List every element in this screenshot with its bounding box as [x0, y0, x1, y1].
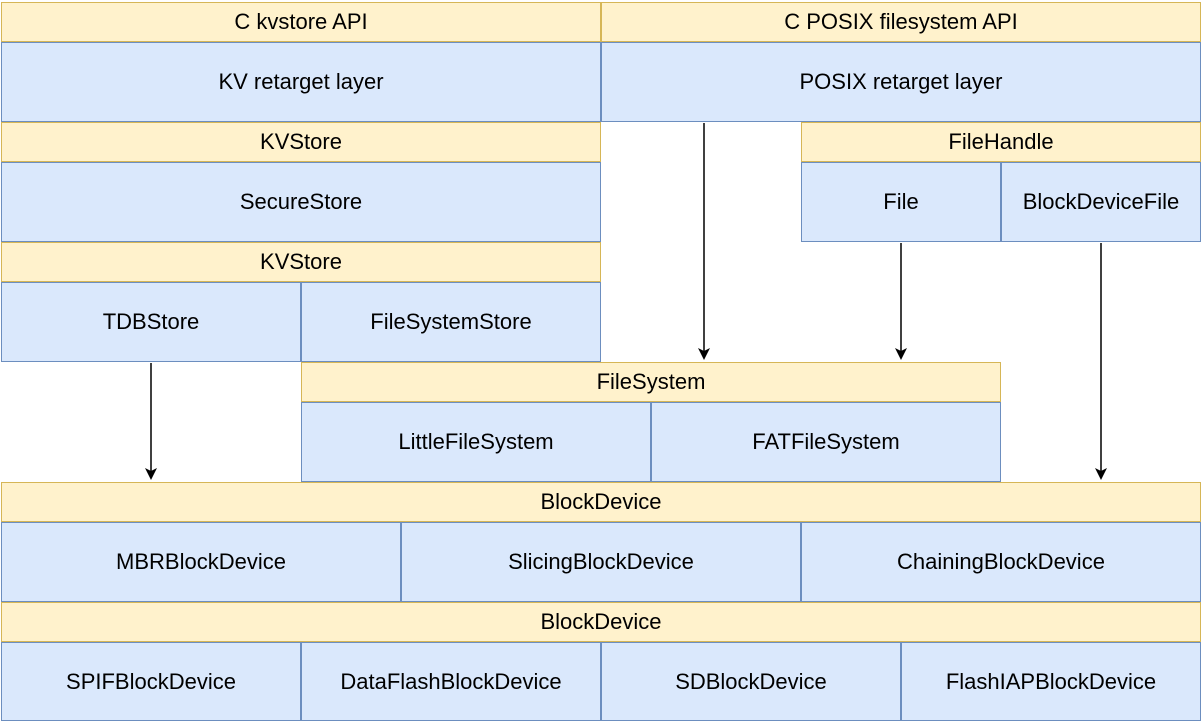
- c-posix-filesystem-api-box: C POSIX filesystem API: [601, 2, 1201, 42]
- chainingblockdevice-box: ChainingBlockDevice: [801, 522, 1201, 602]
- spifblockdevice-box: SPIFBlockDevice: [1, 642, 301, 721]
- filesystem-interface: FileSystem: [301, 362, 1001, 402]
- dataflashblockdevice-box: DataFlashBlockDevice: [301, 642, 601, 721]
- sdblockdevice-box: SDBlockDevice: [601, 642, 901, 721]
- kv-retarget-layer-box: KV retarget layer: [1, 42, 601, 122]
- file-box: File: [801, 162, 1001, 242]
- slicingblockdevice-box: SlicingBlockDevice: [401, 522, 801, 602]
- littlefilesystem-box: LittleFileSystem: [301, 402, 651, 482]
- mbrblockdevice-box: MBRBlockDevice: [1, 522, 401, 602]
- securestore-box: SecureStore: [1, 162, 601, 242]
- kvstore-interface-top: KVStore: [1, 122, 601, 162]
- fatfilesystem-box: FATFileSystem: [651, 402, 1001, 482]
- filehandle-interface: FileHandle: [801, 122, 1201, 162]
- tdbstore-box: TDBStore: [1, 282, 301, 362]
- kvstore-interface-mid: KVStore: [1, 242, 601, 282]
- blockdevice-interface-bottom: BlockDevice: [1, 602, 1201, 642]
- c-kvstore-api-box: C kvstore API: [1, 2, 601, 42]
- flashiapblockdevice-box: FlashIAPBlockDevice: [901, 642, 1201, 721]
- blockdevicefile-box: BlockDeviceFile: [1001, 162, 1201, 242]
- filesystemstore-box: FileSystemStore: [301, 282, 601, 362]
- posix-retarget-layer-box: POSIX retarget layer: [601, 42, 1201, 122]
- blockdevice-interface-top: BlockDevice: [1, 482, 1201, 522]
